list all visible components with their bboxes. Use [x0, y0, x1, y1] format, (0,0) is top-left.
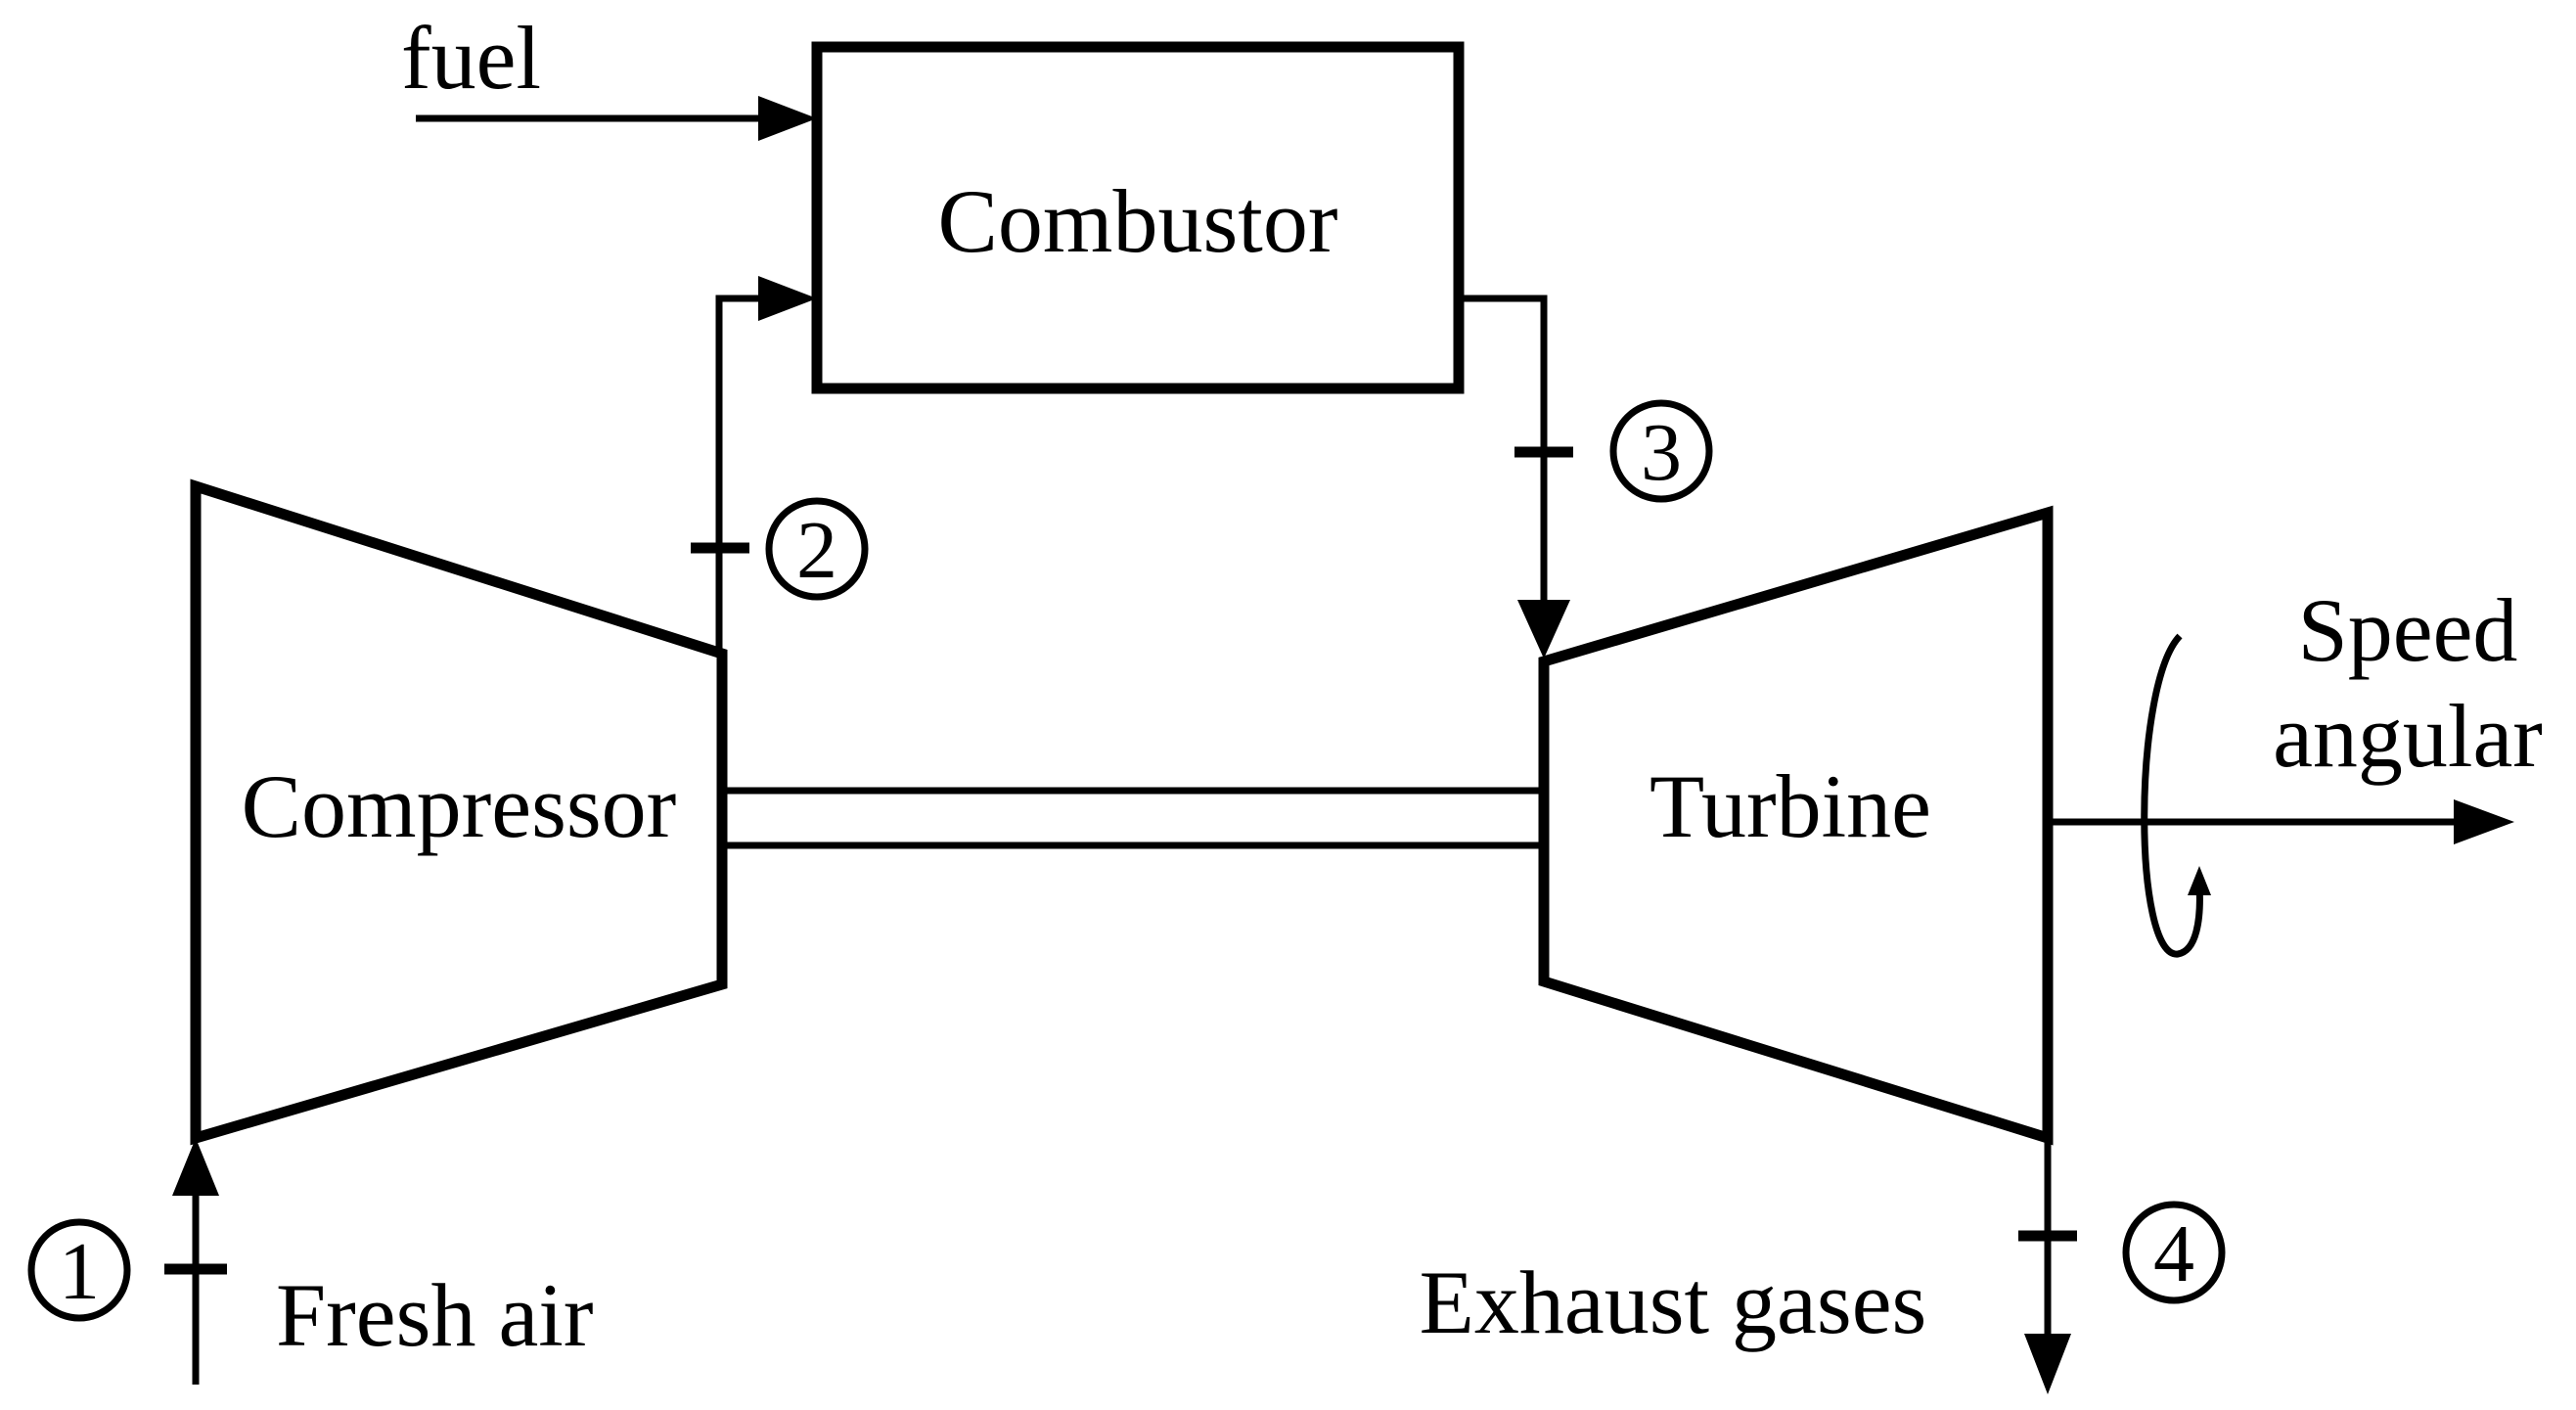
compressor-outlet-arrowhead	[758, 276, 817, 321]
speed-label-line1: Speed	[2298, 580, 2518, 680]
station-1-circle	[27, 1218, 131, 1322]
combustor-label: Combustor	[938, 171, 1338, 271]
compressor-outlet-line	[715, 295, 773, 654]
turbine-label: Turbine	[1650, 756, 1931, 856]
station-4-number: 4	[2153, 1208, 2194, 1299]
combustor-outlet-line	[1459, 295, 1548, 612]
fresh-air-label: Fresh air	[276, 1265, 593, 1365]
combustor-outlet-arrowhead	[1517, 600, 1570, 659]
station-3-number: 3	[1641, 407, 1682, 498]
exhaust-label: Exhaust gases	[1420, 1252, 1927, 1352]
compressor-label: Compressor	[242, 756, 677, 856]
fuel-arrowhead	[758, 96, 817, 141]
combustor-box	[811, 41, 1465, 394]
rotation-icon	[2141, 633, 2203, 958]
fresh-air-arrowhead	[172, 1138, 219, 1196]
compressor-body	[190, 478, 728, 1146]
output-shaft-arrowhead	[2454, 799, 2514, 844]
station-3-circle	[1609, 399, 1713, 503]
station-4-circle	[2122, 1201, 2226, 1304]
fuel-label: fuel	[401, 8, 541, 108]
station-2-number: 2	[796, 505, 837, 596]
station-2-circle	[765, 497, 869, 601]
exhaust-arrowhead	[2024, 1334, 2071, 1394]
speed-label-line2: angular	[2273, 686, 2543, 786]
rotation-arrowhead	[2188, 866, 2211, 895]
station-1-number: 1	[59, 1226, 100, 1317]
